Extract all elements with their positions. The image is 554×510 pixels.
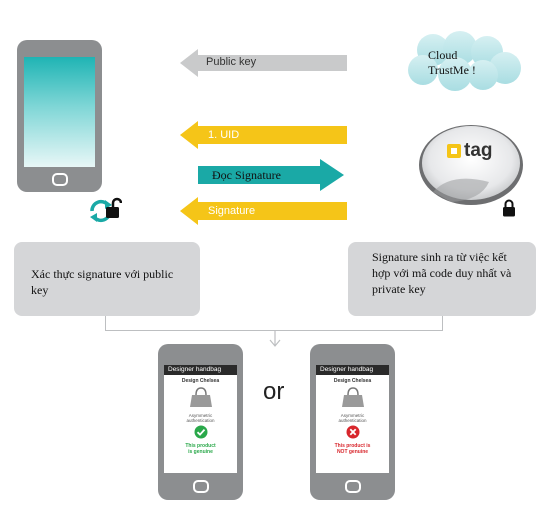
read-signature-arrow: Đọc Signature <box>198 159 344 191</box>
genuine-status-line2: is genuine <box>188 448 213 455</box>
verify-signature-text: Xác thực signature với public key <box>31 267 174 297</box>
locked-padlock-icon <box>502 199 516 217</box>
cloud-label-line2: TrustMe ! <box>428 63 476 77</box>
genuine-phone-home-button <box>193 480 209 493</box>
signature-generation-box: Signature sinh ra từ việc kết hợp với mã… <box>348 242 536 316</box>
fake-result-screen: Designer handbag Design Chelsea Asymmetr… <box>316 365 389 473</box>
public-key-label: Public key <box>206 56 257 68</box>
fake-phone-home-button <box>345 480 361 493</box>
check-icon <box>164 425 237 444</box>
fake-header: Designer handbag <box>316 365 389 375</box>
genuine-auth-line2: authentication <box>186 418 215 423</box>
reader-phone-home-button <box>52 173 68 186</box>
genuine-brand: Design Chelsea <box>181 378 220 384</box>
connector-down-arrow <box>269 330 281 348</box>
reader-phone <box>17 40 102 192</box>
signature-label: Signature <box>208 205 256 217</box>
genuine-header: Designer handbag <box>164 365 237 375</box>
cloud-label-line1: Cloud <box>428 48 458 62</box>
cloud-icon: Cloud TrustMe ! <box>405 30 527 92</box>
genuine-result-screen: Designer handbag Design Chelsea Asymmetr… <box>164 365 237 473</box>
fake-handbag-icon <box>316 386 389 413</box>
signature-arrow: Signature <box>180 197 350 225</box>
unlocked-padlock-icon <box>104 197 123 219</box>
verify-signature-box: Xác thực signature với public key <box>14 242 200 316</box>
fake-auth-line1: Asymmetric <box>340 413 365 418</box>
reader-phone-screen <box>24 57 95 167</box>
tag-logo-text: tag <box>464 140 493 161</box>
fake-auth-line2: authentication <box>338 418 367 423</box>
fake-status-line1: This product is <box>334 443 371 449</box>
genuine-status-line1: This product <box>185 443 216 449</box>
connector-left <box>105 316 106 330</box>
public-key-arrow: Public key <box>180 49 350 77</box>
fake-status-line2: NOT genuine <box>336 448 369 455</box>
cross-icon <box>316 425 389 444</box>
connector-horizontal <box>105 330 443 331</box>
fake-brand: Design Chelsea <box>333 378 372 384</box>
genuine-result-phone: Designer handbag Design Chelsea Asymmetr… <box>158 344 243 500</box>
fake-result-phone: Designer handbag Design Chelsea Asymmetr… <box>310 344 395 500</box>
read-signature-label: Đọc Signature <box>212 168 281 182</box>
genuine-auth-line1: Asymmetric <box>188 413 213 418</box>
nfc-tag-sticker: tag <box>411 122 527 207</box>
uid-arrow: 1. UID <box>180 121 350 149</box>
cloud-label: Cloud TrustMe ! <box>428 48 476 78</box>
signature-generation-text: Signature sinh ra từ việc kết hợp với mã… <box>372 250 512 296</box>
or-label: or <box>263 378 285 405</box>
uid-label: 1. UID <box>208 129 240 141</box>
genuine-handbag-icon <box>164 386 237 413</box>
connector-right <box>442 316 443 330</box>
